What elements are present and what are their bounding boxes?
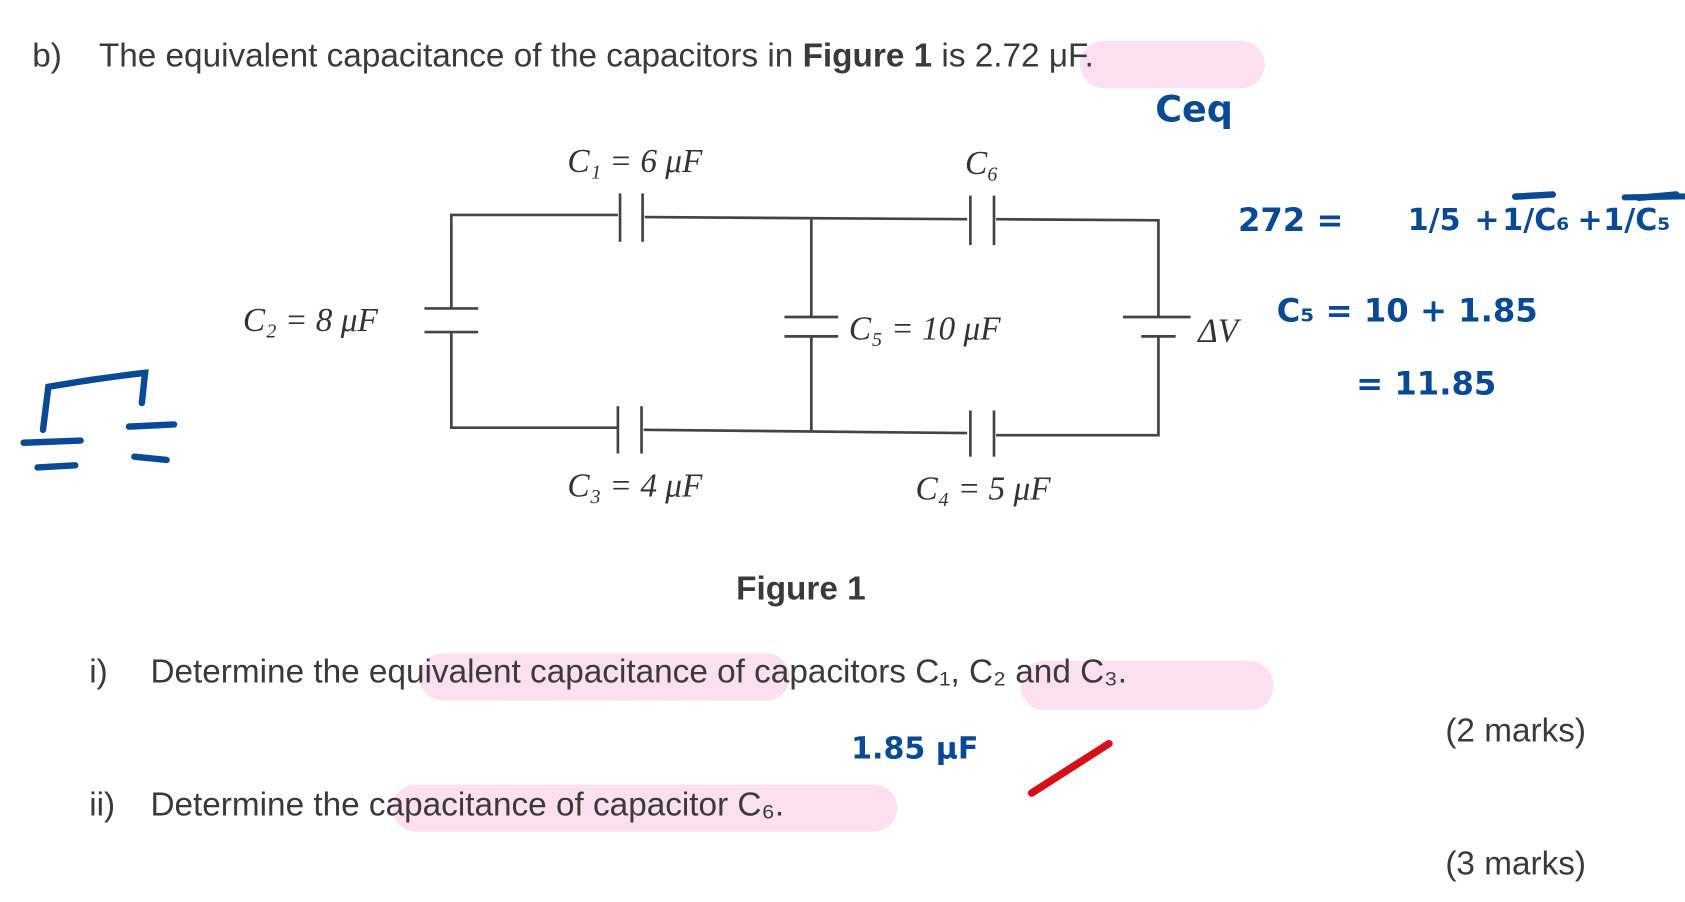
question-ii-text: Determine the capacitance of capacitor C… xyxy=(150,785,785,824)
figure-ref: Figure 1 xyxy=(802,36,933,75)
fraction-bar xyxy=(1511,191,1557,200)
wire xyxy=(643,428,968,435)
handwritten-equation: = 11.85 xyxy=(1356,365,1497,403)
statement-text: is xyxy=(932,36,975,75)
figure-caption: Figure 1 xyxy=(736,569,866,608)
equivalent-value: 2.72 μF. xyxy=(974,36,1094,75)
fraction-bar xyxy=(1621,193,1685,201)
part-b-statement: The equivalent capacitance of the capaci… xyxy=(99,37,1094,76)
part-label: b) xyxy=(32,36,62,75)
handwritten-fraction: 1/C₆ xyxy=(1502,202,1570,238)
wire xyxy=(996,217,1160,318)
highlight xyxy=(1079,40,1265,89)
highlight xyxy=(1020,660,1274,711)
label-c5: C₅ = 10 μF xyxy=(848,309,1001,348)
label-c6: C₆ xyxy=(964,143,999,182)
wire xyxy=(644,215,968,221)
handwritten-doodle xyxy=(34,462,79,471)
handwritten-ceq: Ceq xyxy=(1155,88,1233,132)
handwritten-fraction: 1/5 xyxy=(1407,202,1461,238)
label-c4: C₄ = 5 μF xyxy=(915,469,1051,508)
handwritten-doodle xyxy=(131,453,170,464)
wire xyxy=(996,336,1160,437)
handwritten-doodle xyxy=(20,437,84,446)
check-mark xyxy=(1027,739,1113,797)
wire xyxy=(449,213,618,309)
label-delta-v: ΔV xyxy=(1198,311,1239,350)
highlight xyxy=(419,653,790,701)
question-i-label: i) xyxy=(89,652,108,690)
highlight xyxy=(392,784,898,832)
statement-text: The equivalent capacitance of the capaci… xyxy=(98,36,803,75)
question-i-text: Determine the equivalent capacitance of … xyxy=(150,652,1127,690)
handwritten-doodle xyxy=(39,369,149,434)
handwritten-answer: 1.85 μF xyxy=(851,730,979,767)
wire xyxy=(449,332,618,430)
handwritten-doodle xyxy=(125,421,178,430)
label-c3: C₃ = 4 μF xyxy=(567,466,703,504)
question-ii-marks: (3 marks) xyxy=(1445,844,1586,883)
question-ii-label: ii) xyxy=(89,785,116,824)
handwritten-equation: C₅ = 10 + 1.85 xyxy=(1276,292,1538,330)
handwritten-plus: + xyxy=(1474,202,1500,238)
handwritten-plus: + xyxy=(1577,202,1603,238)
handwritten-fraction: 1/C₅ xyxy=(1603,202,1671,238)
question-i-marks: (2 marks) xyxy=(1445,711,1586,749)
label-c1: C₁ = 6 μF xyxy=(567,141,703,180)
label-c2: C₂ = 8 μF xyxy=(242,300,378,339)
handwritten-equation: 272 = xyxy=(1237,202,1344,240)
